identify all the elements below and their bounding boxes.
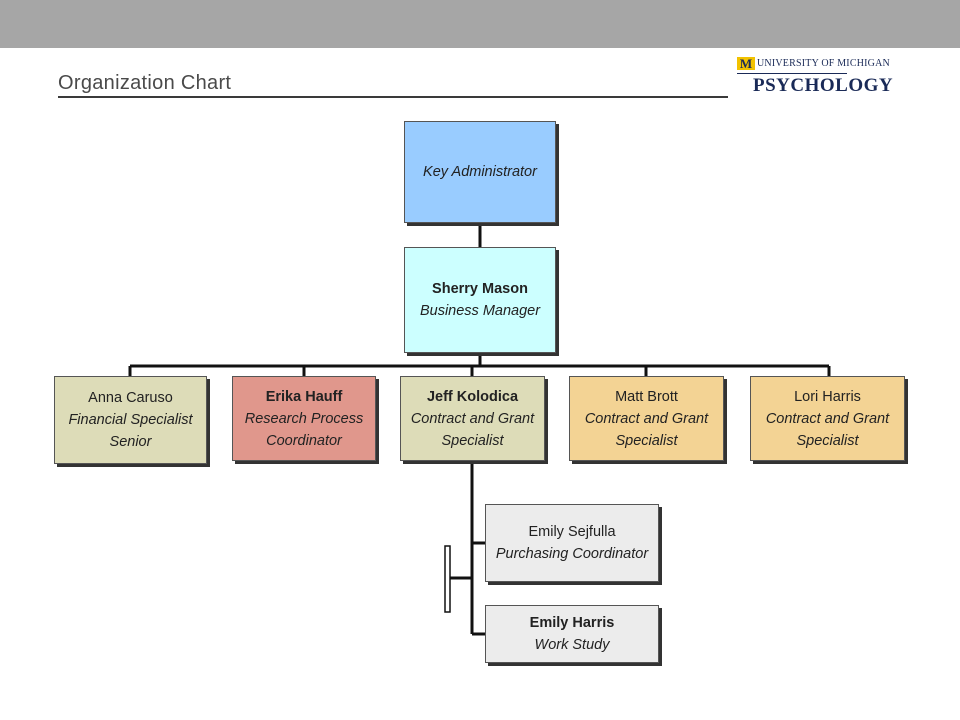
logo-university: UNIVERSITY OF MICHIGAN: [757, 58, 890, 69]
node-name: Anna Caruso: [88, 390, 173, 406]
node-role: Key Administrator: [423, 164, 537, 180]
university-logo: M UNIVERSITY OF MICHIGAN PSYCHOLOGY: [737, 54, 897, 100]
node-name: Sherry Mason: [432, 281, 528, 297]
node-role: Financial Specialist Senior: [68, 412, 193, 450]
node-role: Business Manager: [419, 303, 541, 319]
node-role: Contract and Grant Specialist: [584, 410, 709, 449]
node-erika-hauff: Erika Hauff Research Process Coordinator: [232, 376, 376, 461]
node-key-administrator: Key Administrator: [404, 121, 556, 223]
node-name: Erika Hauff: [265, 388, 343, 405]
node-role: Contract and Grant Specialist: [765, 410, 890, 449]
title-underline: [58, 96, 728, 98]
node-name: Lori Harris: [794, 388, 861, 405]
node-role: Research Process Coordinator: [244, 410, 364, 449]
node-role: Contract and Grant Specialist: [410, 410, 535, 449]
node-anna-caruso: Anna Caruso Financial Specialist Senior: [54, 376, 207, 464]
node-role: Purchasing Coordinator: [495, 546, 649, 562]
node-name: Emily Harris: [529, 615, 615, 631]
node-emily-harris: Emily Harris Work Study: [485, 605, 659, 663]
node-name: Jeff Kolodica: [426, 388, 519, 405]
block-m-icon: M: [737, 57, 755, 70]
node-jeff-kolodica: Jeff Kolodica Contract and Grant Special…: [400, 376, 545, 461]
logo-department: PSYCHOLOGY: [753, 75, 894, 96]
node-name: Emily Sejfulla: [528, 524, 616, 540]
node-emily-sejfulla: Emily Sejfulla Purchasing Coordinator: [485, 504, 659, 582]
connector-bracket: [444, 545, 451, 613]
node-sherry-mason: Sherry Mason Business Manager: [404, 247, 556, 353]
logo-rule: [737, 73, 847, 74]
node-matt-brott: Matt Brott Contract and Grant Specialist: [569, 376, 724, 461]
top-bar: [0, 0, 960, 48]
node-name: Matt Brott: [615, 388, 678, 405]
page-title: Organization Chart: [58, 72, 232, 94]
node-role: Work Study: [534, 637, 610, 653]
node-lori-harris: Lori Harris Contract and Grant Specialis…: [750, 376, 905, 461]
